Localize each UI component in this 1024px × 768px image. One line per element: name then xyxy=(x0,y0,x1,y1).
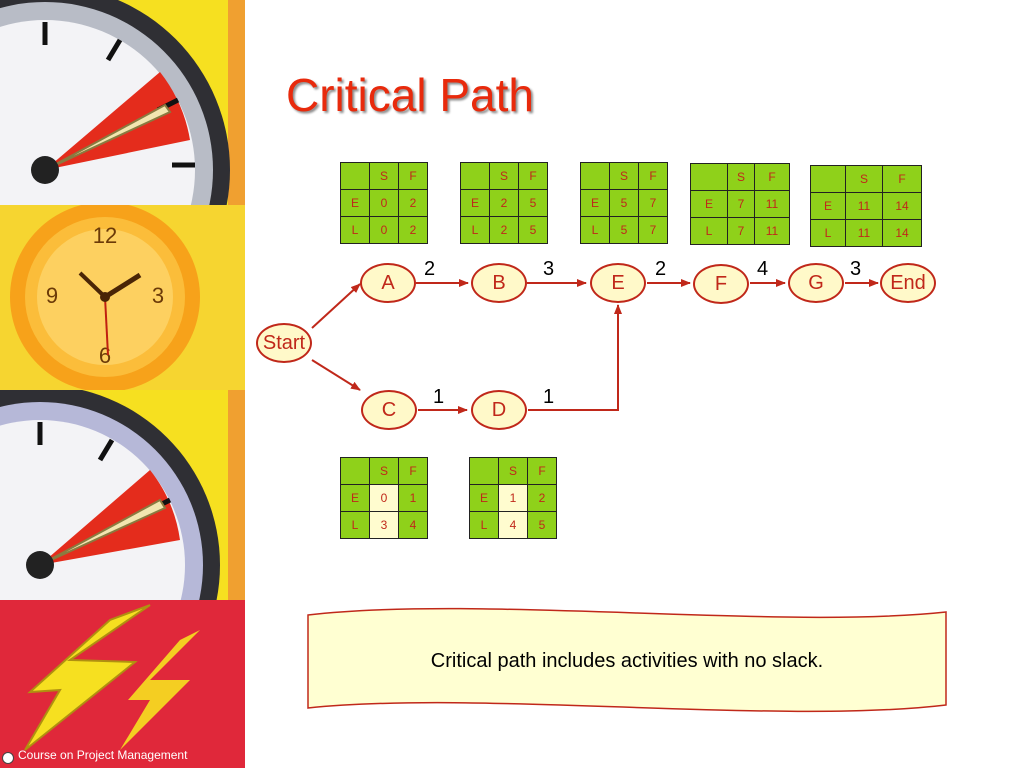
svg-text:9: 9 xyxy=(46,283,58,308)
note-text: Critical path includes activities with n… xyxy=(430,650,824,672)
node-end: End xyxy=(880,263,936,303)
sidebar-decoration: 12 3 6 9 xyxy=(0,0,245,768)
lightning-image xyxy=(0,600,245,768)
duration-a: 2 xyxy=(424,258,436,280)
duration-e: 2 xyxy=(655,258,667,280)
node-d: D xyxy=(471,390,527,430)
duration-f: 4 xyxy=(757,258,769,280)
duration-g: 3 xyxy=(850,258,862,280)
node-g: G xyxy=(788,263,844,303)
clock-icon xyxy=(2,752,14,764)
arrow-start-c xyxy=(311,359,361,391)
arrow-start-a xyxy=(311,283,361,329)
slide-title: Critical Path xyxy=(286,69,534,121)
duration-d: 1 xyxy=(543,386,555,408)
duration-c: 1 xyxy=(433,386,445,408)
node-c: C xyxy=(361,390,417,430)
footer-course-title: Course on Project Management xyxy=(18,748,188,762)
svg-text:12: 12 xyxy=(93,223,117,248)
node-f: F xyxy=(693,264,749,304)
svg-text:3: 3 xyxy=(152,283,164,308)
node-start: Start xyxy=(256,323,312,363)
gauge-image-bottom xyxy=(0,390,245,600)
node-a: A xyxy=(360,263,416,303)
node-b: B xyxy=(471,263,527,303)
note-banner-shape xyxy=(307,607,947,713)
node-e: E xyxy=(590,263,646,303)
duration-b: 3 xyxy=(543,258,555,280)
arrow-d-e xyxy=(528,304,622,411)
clock-image: 12 3 6 9 xyxy=(0,205,245,390)
gauge-image-top xyxy=(0,0,245,205)
